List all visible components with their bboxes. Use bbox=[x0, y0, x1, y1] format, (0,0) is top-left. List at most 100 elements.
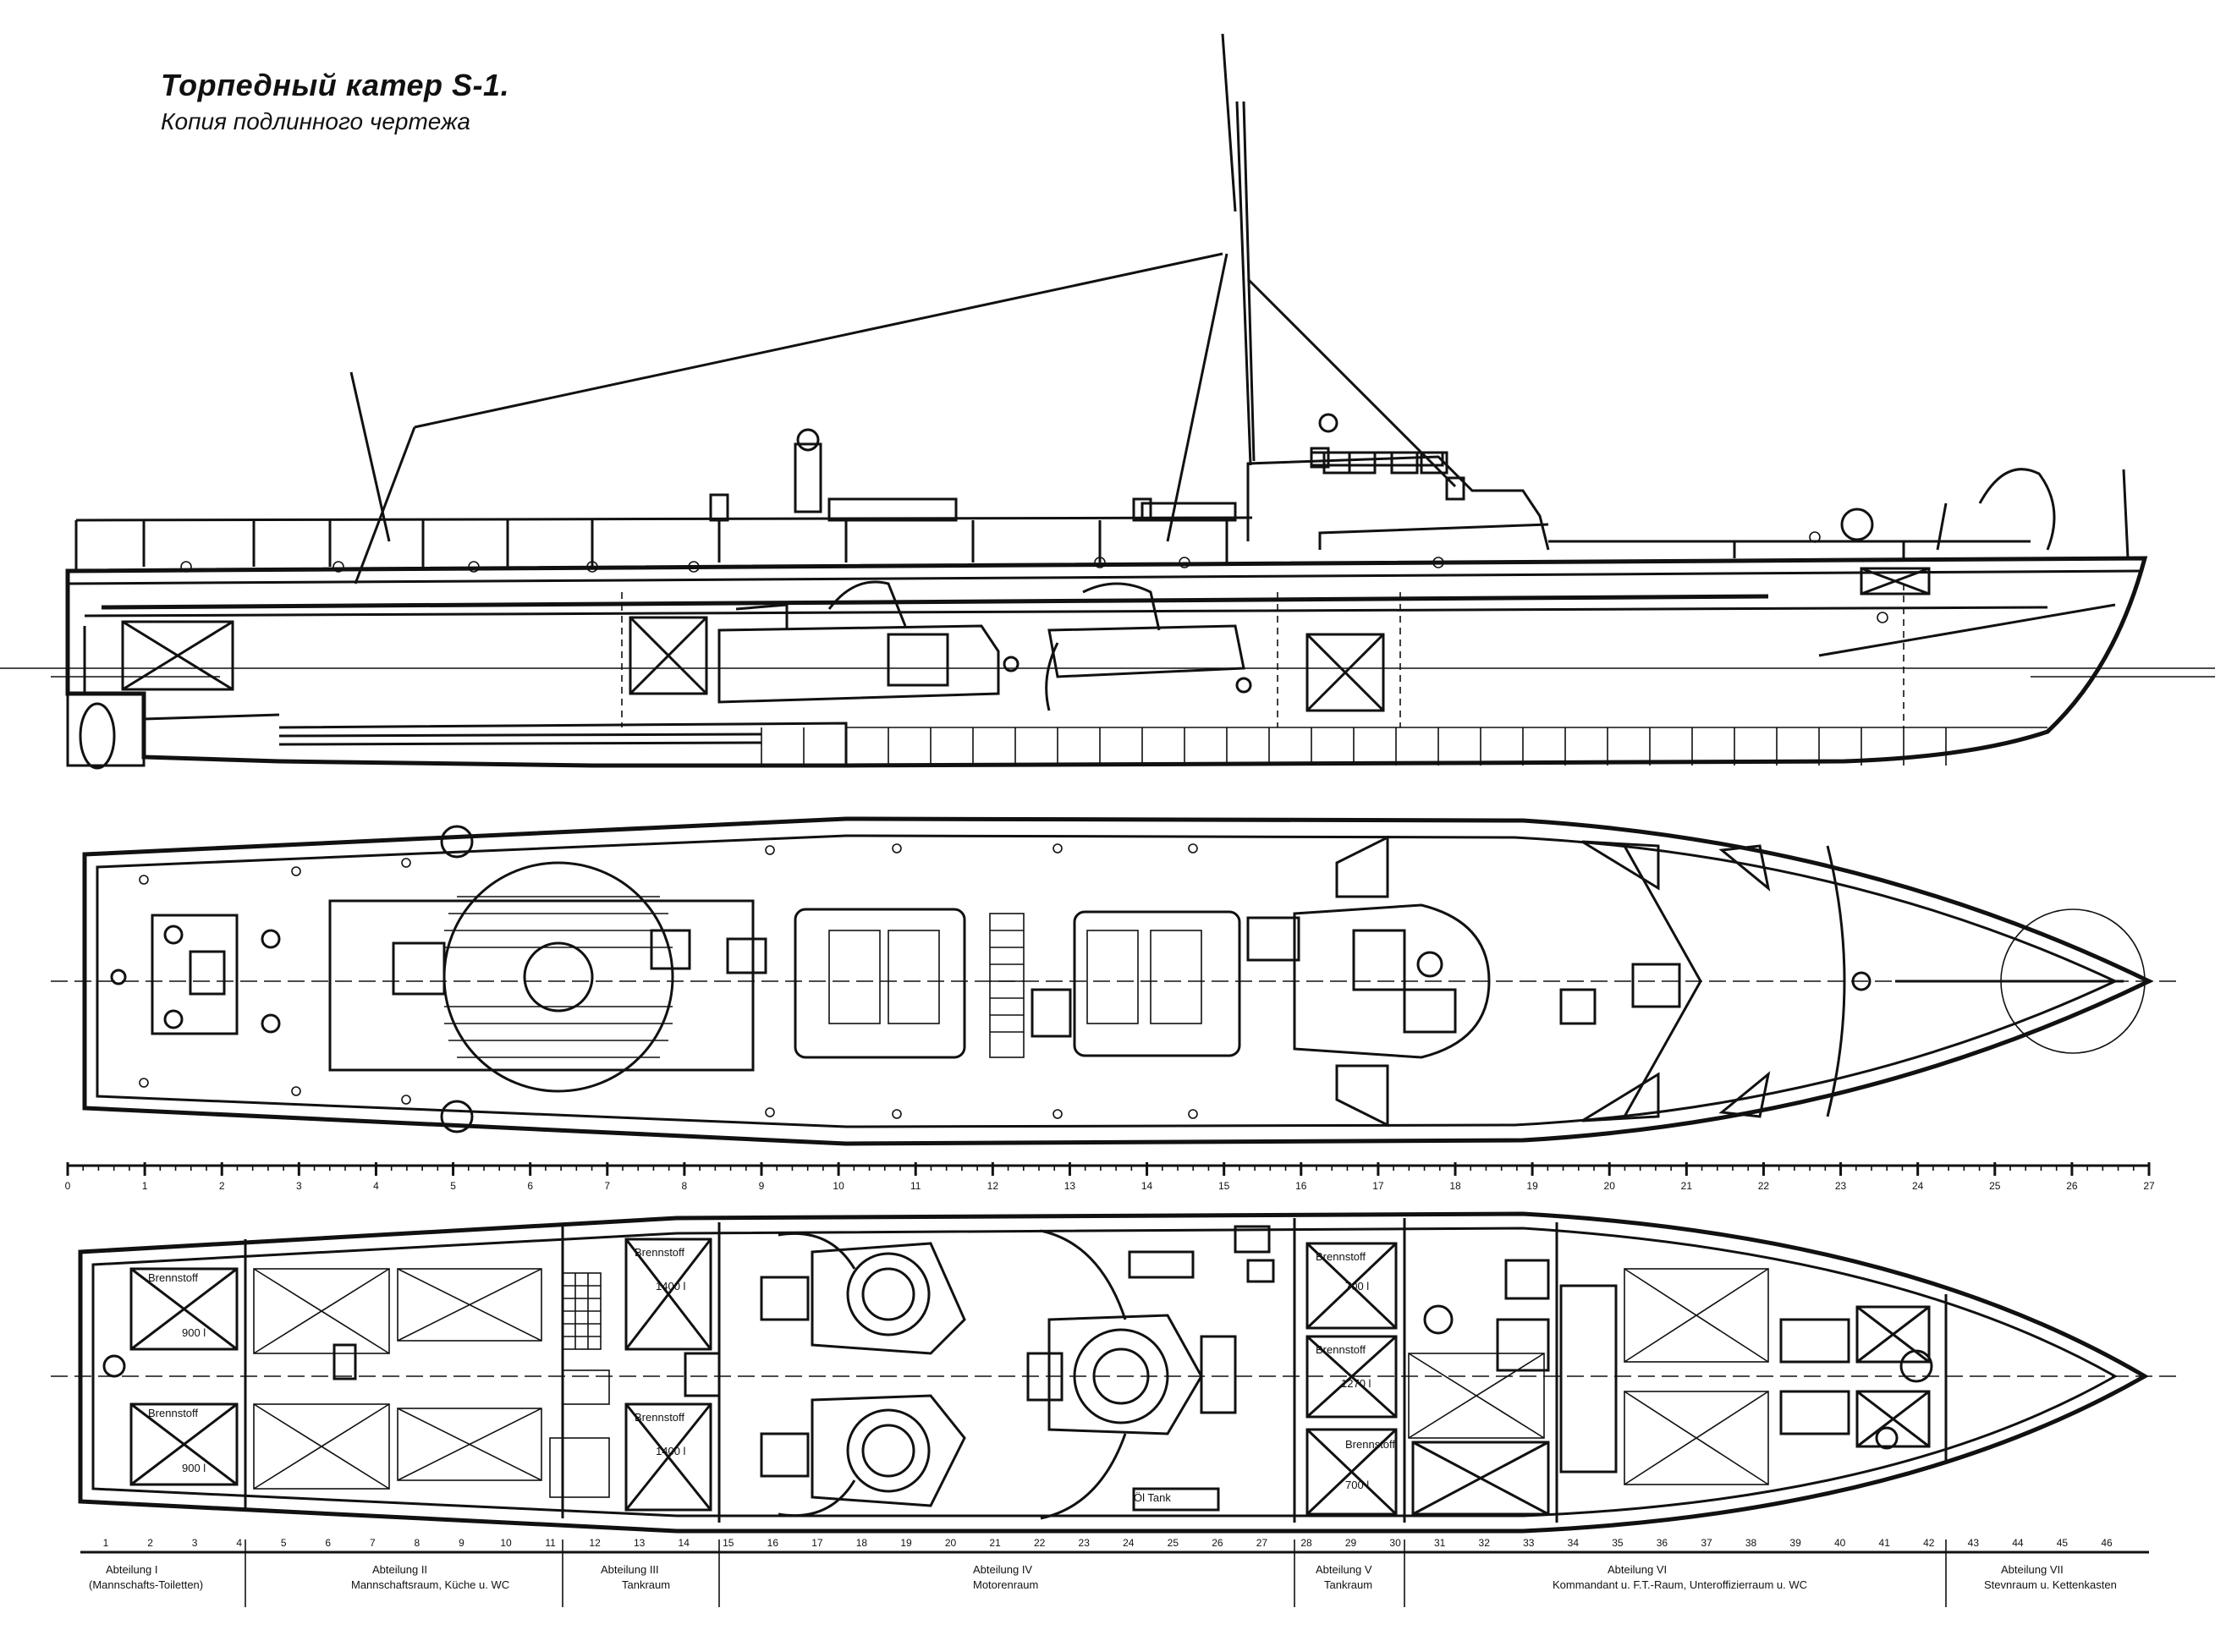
fuel-capacity: 700 l bbox=[1345, 1280, 1369, 1293]
frame-number: 34 bbox=[1568, 1537, 1580, 1549]
frame-number: 18 bbox=[856, 1537, 868, 1549]
frame-number: 8 bbox=[415, 1537, 420, 1549]
frame-number: 4 bbox=[236, 1537, 242, 1549]
drawing-title: Торпедный катер S-1. bbox=[161, 68, 510, 102]
compartment-name: Abteilung II bbox=[372, 1563, 427, 1576]
scale-tick-label: 8 bbox=[682, 1180, 688, 1192]
frame-number: 33 bbox=[1523, 1537, 1535, 1549]
frame-number: 21 bbox=[989, 1537, 1001, 1549]
compartment-sub: Stevnraum u. Kettenkasten bbox=[1984, 1578, 2117, 1591]
bridge-side bbox=[1246, 447, 1550, 551]
frame-number: 46 bbox=[2101, 1537, 2113, 1549]
frame-number: 12 bbox=[589, 1537, 601, 1549]
frame-number: 38 bbox=[1745, 1537, 1757, 1549]
frame-number: 19 bbox=[900, 1537, 912, 1549]
frame-number: 16 bbox=[767, 1537, 779, 1549]
scale-tick-label: 23 bbox=[1835, 1180, 1847, 1192]
scale-tick-label: 9 bbox=[759, 1180, 765, 1192]
scale-tick-label: 11 bbox=[910, 1180, 921, 1192]
scale-tick-label: 5 bbox=[450, 1180, 456, 1192]
scale-tick-label: 27 bbox=[2143, 1180, 2155, 1192]
compartment-name: Abteilung III bbox=[601, 1563, 659, 1576]
side-elevation bbox=[0, 33, 2215, 770]
fuel-capacity: 900 l bbox=[182, 1326, 206, 1339]
frame-number: 35 bbox=[1612, 1537, 1624, 1549]
frame-number: 42 bbox=[1923, 1537, 1935, 1549]
scale-tick-label: 17 bbox=[1372, 1180, 1384, 1192]
compartment-sub: (Mannschafts-Toiletten) bbox=[89, 1578, 203, 1591]
compartment-name: Abteilung I bbox=[106, 1563, 157, 1576]
fuel-label: Brennstoff bbox=[148, 1271, 198, 1284]
compartment-name: Abteilung IV bbox=[973, 1563, 1032, 1576]
frame-number: 43 bbox=[1968, 1537, 1980, 1549]
frame-number: 26 bbox=[1212, 1537, 1223, 1549]
frame-number: 22 bbox=[1034, 1537, 1046, 1549]
frame-number: 29 bbox=[1345, 1537, 1357, 1549]
scale-tick-label: 0 bbox=[65, 1180, 71, 1192]
frame-number: 7 bbox=[370, 1537, 376, 1549]
compartment-sub: Tankraum bbox=[622, 1578, 670, 1591]
scale-tick-label: 25 bbox=[1989, 1180, 2001, 1192]
frame-number: 23 bbox=[1079, 1537, 1091, 1549]
frame-number: 45 bbox=[2057, 1537, 2069, 1549]
frame-number: 1 bbox=[103, 1537, 109, 1549]
scale-tick-label: 10 bbox=[833, 1180, 844, 1192]
frame-number: 15 bbox=[723, 1537, 734, 1549]
scale-tick-label: 15 bbox=[1218, 1180, 1230, 1192]
fuel-capacity: 900 l bbox=[182, 1462, 206, 1474]
frame-number: 41 bbox=[1879, 1537, 1891, 1549]
frame-number: 25 bbox=[1168, 1537, 1179, 1549]
engines-side bbox=[717, 580, 1252, 711]
scale-tick-label: 12 bbox=[987, 1180, 999, 1192]
frame-number: 24 bbox=[1123, 1537, 1135, 1549]
fuel-capacity: 700 l bbox=[1345, 1479, 1369, 1491]
fuel-label: Brennstoff bbox=[635, 1411, 684, 1424]
interior-plan-outline bbox=[78, 1211, 2149, 1534]
deck-plan bbox=[51, 816, 2183, 1146]
frame-number: 40 bbox=[1834, 1537, 1846, 1549]
frame-number: 32 bbox=[1479, 1537, 1491, 1549]
hull-side-outline bbox=[65, 556, 2148, 768]
frame-number: 27 bbox=[1256, 1537, 1268, 1549]
frame-number: 10 bbox=[500, 1537, 512, 1549]
scale-tick-label: 20 bbox=[1604, 1180, 1616, 1192]
frame-number: 6 bbox=[325, 1537, 331, 1549]
compartment-name: Abteilung V bbox=[1316, 1563, 1372, 1576]
compartment-name: Abteilung VII bbox=[2001, 1563, 2064, 1576]
compartment-labels: Abteilung I (Mannschafts-Toiletten) Abte… bbox=[89, 1539, 2117, 1607]
interior-plan bbox=[51, 1211, 2183, 1534]
drawing-subtitle: Копия подлинного чертежа bbox=[161, 108, 470, 134]
frame-number: 39 bbox=[1789, 1537, 1801, 1549]
frame-number: 37 bbox=[1701, 1537, 1712, 1549]
engine-hatch-fwd bbox=[1073, 910, 1241, 1057]
frame-number: 13 bbox=[634, 1537, 646, 1549]
compartment-sub: Motorenraum bbox=[973, 1578, 1038, 1591]
compartment-sub: Tankraum bbox=[1324, 1578, 1372, 1591]
scale-tick-label: 16 bbox=[1295, 1180, 1307, 1192]
fuel-label: Brennstoff bbox=[148, 1407, 198, 1419]
frame-number: 30 bbox=[1389, 1537, 1401, 1549]
frame-number: 2 bbox=[147, 1537, 153, 1549]
frame-number: 17 bbox=[811, 1537, 823, 1549]
oil-tank-label: Öl Tank bbox=[1134, 1491, 1171, 1504]
scale-tick-label: 24 bbox=[1912, 1180, 1924, 1192]
scale-tick-label: 22 bbox=[1758, 1180, 1770, 1192]
fuel-label: Brennstoff bbox=[1316, 1250, 1366, 1263]
fuel-label: Brennstoff bbox=[1316, 1343, 1366, 1356]
scale-tick-label: 18 bbox=[1449, 1180, 1461, 1192]
scale-tick-label: 2 bbox=[219, 1180, 225, 1192]
frame-number: 14 bbox=[679, 1537, 690, 1549]
compartment-sub: Kommandant u. F.T.-Raum, Unteroffizierra… bbox=[1553, 1578, 1807, 1591]
fuel-label: Brennstoff bbox=[1345, 1438, 1395, 1451]
scale-tick-label: 6 bbox=[527, 1180, 533, 1192]
fuel-capacity: 1400 l bbox=[656, 1445, 686, 1457]
scale-tick-label: 21 bbox=[1681, 1180, 1693, 1192]
scale-tick-label: 19 bbox=[1526, 1180, 1538, 1192]
frame-number: 3 bbox=[192, 1537, 198, 1549]
propeller-rudder bbox=[66, 626, 280, 770]
frame-number: 20 bbox=[945, 1537, 957, 1549]
fuel-capacity: 1270 l bbox=[1341, 1377, 1371, 1390]
